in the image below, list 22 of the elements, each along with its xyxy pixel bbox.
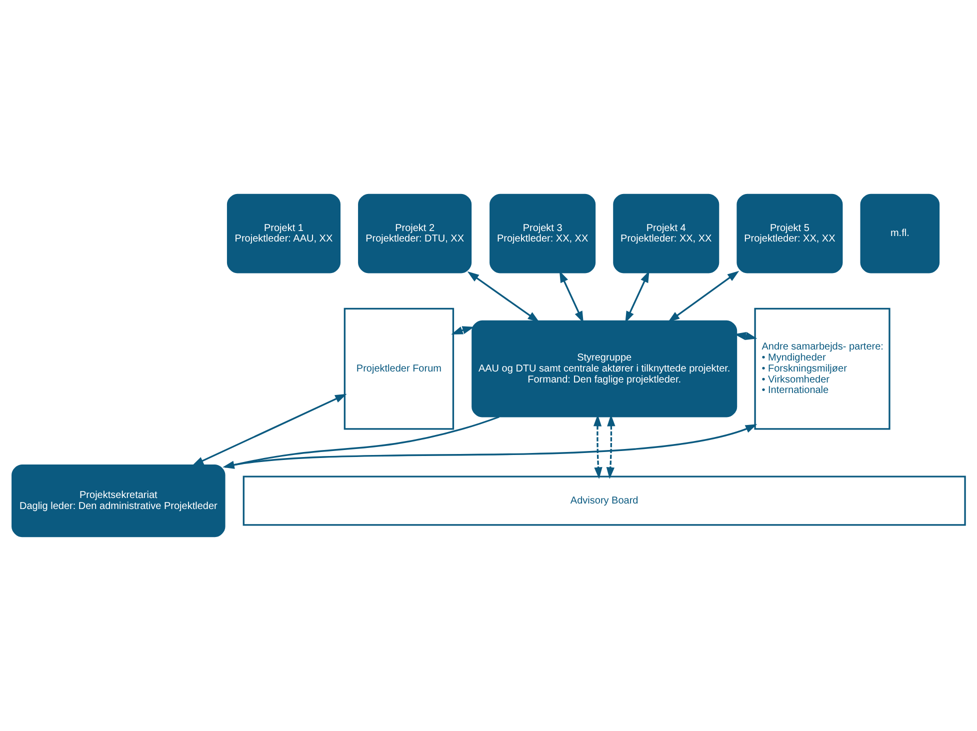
node-box: Projekt 1 Projektleder: AAU, XX (226, 194, 340, 274)
node-box: Advisory Board (242, 476, 966, 526)
node-box: Projektsekretariat Daglig leder: Den administrative Projektleder (12, 464, 226, 538)
arrow (451, 326, 474, 335)
arrow (192, 394, 347, 466)
node-box: Styregruppe AAU og DTU samt centrale aktører i tilknyttede projekter. Formand: Den faglige projektleder. (472, 320, 738, 418)
node-box: m.fl. (860, 194, 940, 274)
node-box: Projekt 4 Projektleder: XX, XX (613, 194, 720, 274)
node-box: Projekt 5 Projektleder: XX, XX (736, 194, 843, 274)
arrow (559, 270, 584, 323)
node-box: Projekt 3 Projektleder: XX, XX (490, 194, 596, 274)
node-box: Projektleder Forum (344, 308, 454, 430)
arrow (593, 414, 602, 480)
arrow (734, 332, 758, 340)
arrow (606, 414, 616, 480)
node-box: Andre samarbejds- partere: • Myndigheder • Forskningsmiljøer • Virksomheder • Internationale (754, 308, 890, 430)
arrow (222, 424, 758, 469)
arrow (625, 270, 650, 323)
node-box: Projekt 2 Projektleder: DTU, XX (358, 194, 472, 274)
connector (224, 416, 500, 468)
arrow (467, 271, 540, 322)
arrow (668, 270, 740, 322)
